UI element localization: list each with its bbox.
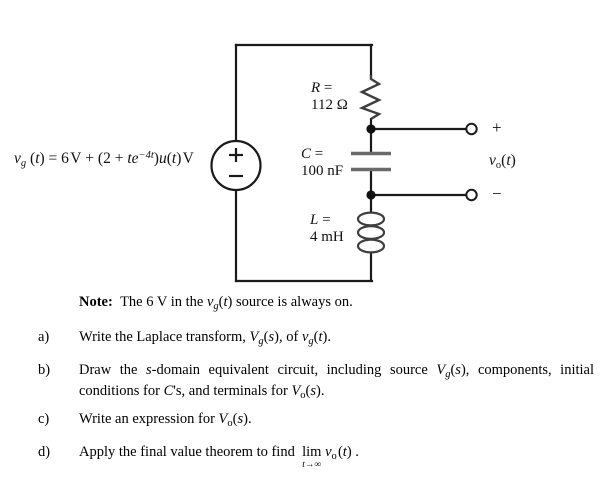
question-text-d: Apply the final value theorem to find li…	[79, 444, 594, 470]
resistor-value-label: R =112 Ω	[311, 80, 348, 113]
inductor-value-label: L =4 mH	[310, 212, 344, 245]
output-sub: o	[495, 160, 502, 171]
question-item-a: a) Write the Laplace transform, Vg(s), o…	[38, 329, 594, 350]
question-marker-c: c)	[38, 411, 50, 427]
capacitor-symbol	[351, 151, 391, 172]
resistor-value: 112	[311, 97, 333, 113]
capacitor-unit: nF	[327, 163, 344, 179]
note-var-arg: (t)	[218, 294, 233, 310]
terminal-positive	[465, 122, 478, 136]
question-text-c: Write an expression for Vo(s).	[79, 411, 252, 429]
question-text-a: Write the Laplace transform, Vg(s), of v…	[79, 329, 331, 347]
junction-node-top	[366, 124, 376, 134]
question-item-c: c) Write an expression for Vo(s).	[38, 411, 594, 432]
inductor-symbol	[356, 211, 386, 254]
inductor-value: 4	[310, 229, 318, 245]
capacitor-value-label: C =100 nF	[301, 146, 344, 179]
note-var-sub: g	[213, 301, 219, 312]
note-label: Note:	[79, 294, 113, 310]
output-var: v	[489, 152, 496, 169]
question-marker-b: b)	[38, 362, 51, 378]
terminal-minus-label: −	[492, 184, 502, 203]
question-item-b: b) Draw the s-domain equivalent circuit,…	[38, 362, 594, 404]
question-item-d: d) Apply the final value theorem to find…	[38, 444, 594, 470]
note-var: v	[206, 294, 214, 310]
source-equation-label: vg (t) = 6 V + (2 + te−4t)u(t) V	[14, 150, 194, 169]
resistor-symbol	[358, 75, 382, 121]
source-circle	[210, 139, 262, 192]
capacitor-value: 100	[301, 163, 324, 179]
note-line: Note: The 6 V in the vg(t) source is alw…	[79, 294, 353, 312]
circuit-schematic-svg	[210, 43, 478, 283]
note-text-before: The 6 V in the	[120, 294, 204, 310]
note-text-after: source is always on.	[235, 294, 353, 310]
circuit-diagram: vg (t) = 6 V + (2 + te−4t)u(t) V R =112 …	[14, 43, 516, 283]
limit-operator: lim	[302, 444, 322, 460]
output-voltage-label: vo(t)	[489, 152, 516, 171]
voltage-source-symbol	[210, 139, 262, 192]
terminal-negative	[465, 188, 478, 202]
resistor-unit: Ω	[336, 97, 348, 113]
junction-node-bottom	[366, 190, 376, 200]
limit-subscript: t→∞	[302, 460, 322, 470]
terminal-plus-label: +	[492, 118, 502, 137]
question-text-b: Draw the s-domain equivalent circuit, in…	[79, 362, 595, 401]
question-marker-d: d)	[38, 444, 51, 460]
inductor-unit: mH	[321, 229, 344, 245]
question-marker-a: a)	[38, 329, 50, 345]
